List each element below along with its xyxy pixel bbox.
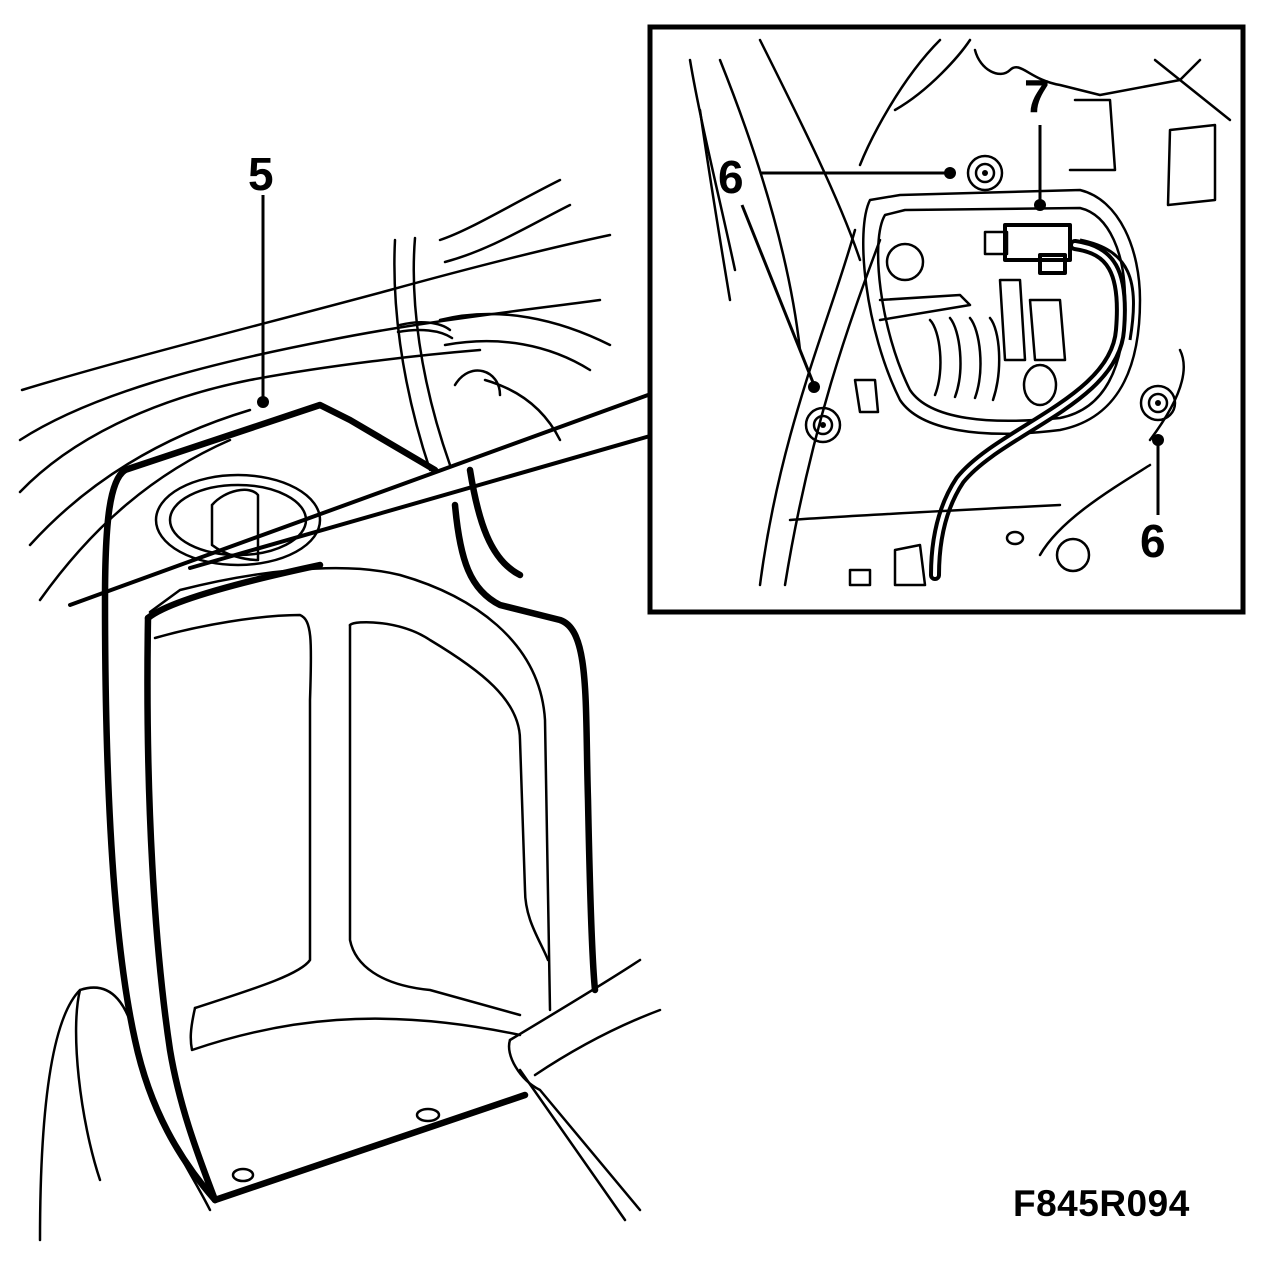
fastener-right <box>1139 384 1177 422</box>
callout-5: 5 <box>248 148 274 200</box>
figure-code: F845R094 <box>1013 1183 1190 1224</box>
callout-7: 7 <box>1024 70 1050 122</box>
fastener-left <box>804 406 842 444</box>
inset-detail-view <box>647 24 1246 615</box>
fastener-upper <box>966 154 1004 192</box>
main-view <box>18 178 662 1242</box>
callout-6-upper: 6 <box>718 151 744 203</box>
callout-6-lower: 6 <box>1140 515 1166 567</box>
